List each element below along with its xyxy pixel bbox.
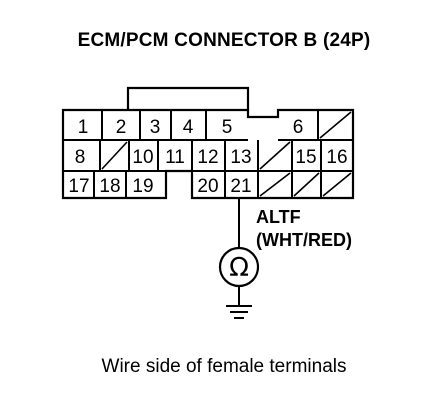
- terminal-8: 8: [75, 147, 86, 168]
- wire-name-label: ALTF: [256, 207, 301, 227]
- connector-title: ECM/PCM CONNECTOR B (24P): [77, 30, 371, 51]
- terminal-18: 18: [99, 176, 120, 197]
- ohm-symbol: Ω: [229, 253, 249, 283]
- terminal-2: 2: [116, 117, 127, 138]
- ground-icon: [226, 305, 252, 319]
- terminal-12: 12: [197, 147, 218, 168]
- terminal-17: 17: [68, 176, 89, 197]
- terminal-13: 13: [230, 147, 251, 168]
- diagram-caption: Wire side of female terminals: [101, 356, 347, 377]
- terminal-4: 4: [183, 117, 194, 138]
- terminal-16: 16: [326, 147, 347, 168]
- terminal-21: 21: [230, 176, 251, 197]
- terminal-11: 11: [165, 147, 185, 168]
- terminal-numbers: 1 2 3 4 5 6 8 10 11 12 13 15 16 17 18 19…: [68, 117, 347, 197]
- terminal-6: 6: [293, 117, 304, 138]
- terminal-1: 1: [78, 117, 89, 138]
- unused-cavity-marks: [101, 111, 352, 197]
- terminal-grid: [63, 110, 353, 198]
- terminal-19: 19: [132, 176, 153, 197]
- terminal-3: 3: [150, 117, 161, 138]
- terminal-20: 20: [197, 176, 218, 197]
- ohmmeter-icon: Ω: [218, 246, 260, 288]
- terminal-5: 5: [222, 117, 233, 138]
- terminal-10: 10: [132, 147, 153, 168]
- connector-housing: [61, 86, 355, 200]
- wire-color-label: (WHT/RED): [256, 230, 352, 250]
- terminal-15: 15: [295, 147, 316, 168]
